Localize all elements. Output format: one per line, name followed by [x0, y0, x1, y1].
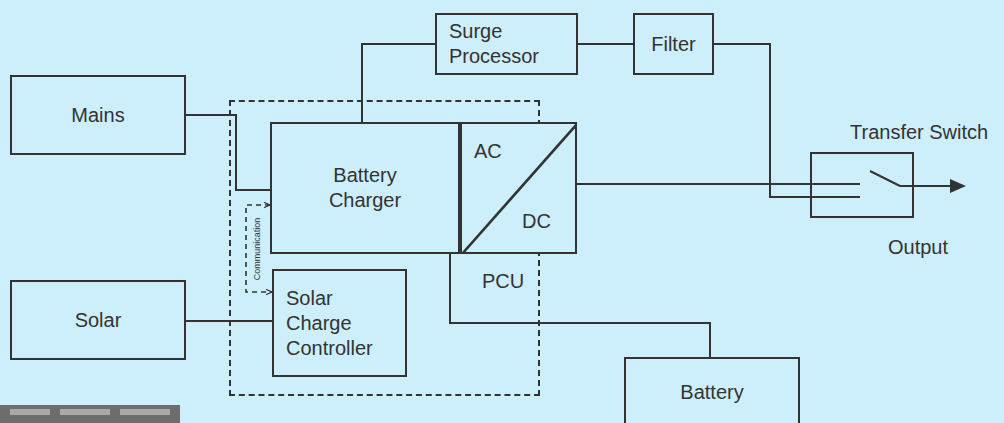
- text-group: Battery Charger: [329, 163, 401, 213]
- source-box: Mains: [10, 75, 186, 155]
- output-line: [900, 185, 952, 187]
- group-box: PCUBattery ChargerACDCSolar Charge Contr…: [229, 100, 540, 396]
- process-box: Surge Processor: [435, 13, 578, 75]
- node-text: Transfer Switch: [850, 120, 988, 145]
- switch-contact: [810, 196, 860, 198]
- node-text: Solar Charge Controller: [286, 286, 373, 361]
- text-group: Solar Charge Controller: [286, 286, 373, 361]
- node-text: AC: [474, 139, 502, 164]
- node-text: Surge Processor: [449, 19, 539, 69]
- output-arrow: [950, 179, 966, 193]
- power-line: [578, 43, 633, 45]
- photo-fragment: [120, 409, 170, 415]
- text-group: Surge Processor: [449, 19, 539, 69]
- switch-box: Transfer Switch: [810, 152, 914, 218]
- text-group: Mains: [71, 103, 124, 128]
- switch-blade: [870, 171, 900, 186]
- node-text: Solar: [75, 308, 122, 333]
- converter-box: AC DC: [460, 122, 577, 254]
- photo-fragment: [60, 409, 110, 415]
- controller-box: Solar Charge Controller: [272, 269, 407, 377]
- power-line: [714, 44, 810, 197]
- output-label: Output: [888, 236, 948, 259]
- photo-fragment: [10, 409, 50, 415]
- text-group: Filter: [651, 32, 695, 57]
- process-box: Battery Charger: [270, 122, 460, 254]
- power-line: [362, 44, 435, 122]
- text-group: Battery: [680, 380, 743, 405]
- node-text: Battery Charger: [329, 163, 401, 213]
- storage-box: Battery: [624, 357, 800, 423]
- switch-contact: [810, 183, 860, 185]
- power-line: [186, 115, 270, 190]
- node-text: Filter: [651, 32, 695, 57]
- node-text: DC: [522, 209, 551, 234]
- source-box: Solar: [10, 280, 186, 360]
- power-line: [450, 254, 710, 357]
- communication-link: [246, 205, 272, 292]
- node-text: Battery: [680, 380, 743, 405]
- power-line: [577, 183, 810, 185]
- diagonal-line: [462, 124, 575, 252]
- node-text: PCU: [482, 269, 524, 294]
- edge-label: Communication: [252, 217, 262, 280]
- process-box: Filter: [633, 13, 714, 75]
- node-text: Mains: [71, 103, 124, 128]
- photo-fragment: [0, 405, 180, 423]
- text-group: Solar: [75, 308, 122, 333]
